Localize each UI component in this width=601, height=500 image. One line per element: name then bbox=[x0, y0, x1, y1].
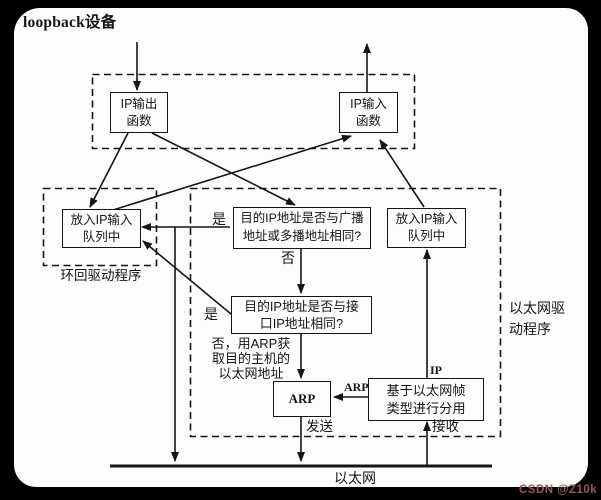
node-ethernet-frame-demux: 基于以太网帧 类型进行分用 bbox=[368, 378, 484, 421]
label-yes-broadcast: 是 bbox=[212, 211, 226, 227]
node-arp: ARP bbox=[273, 381, 331, 417]
label-no-use-arp: 否，用ARP获 取目的主机的 以太网地址 bbox=[211, 336, 291, 381]
node-question-broadcast-multicast: 目的IP地址是否与广播 地址或多播地址相同? bbox=[233, 207, 371, 249]
label-ethernet: 以太网 bbox=[334, 470, 376, 486]
label-receive: 接收 bbox=[432, 419, 459, 434]
label-loopback-driver: 环回驱动程序 bbox=[60, 268, 142, 283]
node-ip-input-function: IP输入 函数 bbox=[339, 92, 398, 133]
page-title: loopback设备 bbox=[23, 14, 117, 31]
node-ip-output-function: IP输出 函数 bbox=[110, 92, 168, 133]
watermark: CSDN @Z10k bbox=[519, 484, 598, 496]
node-ethernet-ip-input-queue: 放入IP输入 队列中 bbox=[387, 208, 466, 248]
label-no-broadcast: 否 bbox=[281, 250, 295, 266]
node-question-interface-ip: 目的IP地址是否与接 口IP地址相同? bbox=[231, 296, 372, 334]
node-loopback-ip-input-queue: 放入IP输入 队列中 bbox=[62, 209, 141, 248]
label-send: 发送 bbox=[306, 419, 333, 434]
label-arp-edge: ARP bbox=[344, 380, 369, 394]
label-yes-interface: 是 bbox=[204, 306, 218, 322]
label-ethernet-driver: 以太网驱 动程序 bbox=[509, 300, 565, 338]
ethernet-driver-dashed-box bbox=[189, 187, 502, 438]
ip-layer-dashed-box bbox=[91, 73, 416, 150]
label-ip-edge: IP bbox=[430, 363, 442, 377]
